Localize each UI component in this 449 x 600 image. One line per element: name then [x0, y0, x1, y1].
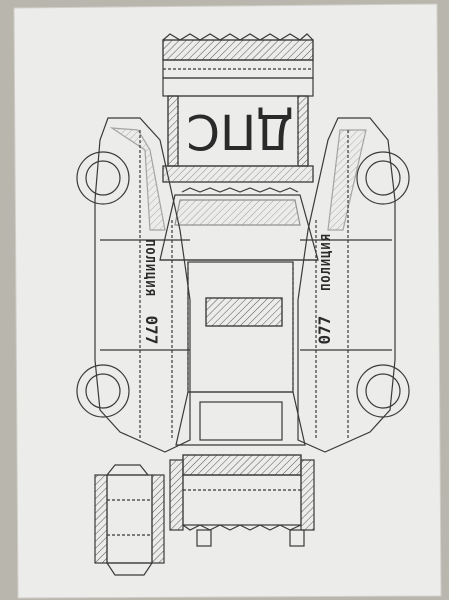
right-side-panel	[297, 117, 410, 453]
title-text: ДПС	[186, 103, 293, 159]
right-front-wheel	[356, 151, 410, 205]
left-front-wheel	[76, 151, 130, 205]
small-box-piece	[94, 464, 165, 576]
right-side-label: ПОЛИЦИЯ	[319, 233, 333, 291]
left-side-label: ПОЛИЦИЯ	[143, 239, 157, 297]
left-rear-wheel	[76, 364, 130, 418]
right-side-number: 077	[315, 316, 334, 345]
left-side-panel	[76, 117, 191, 453]
center-body-piece	[159, 187, 319, 547]
right-rear-wheel	[356, 364, 410, 418]
top-roof-piece	[162, 33, 314, 183]
left-side-number: 077	[142, 316, 161, 345]
